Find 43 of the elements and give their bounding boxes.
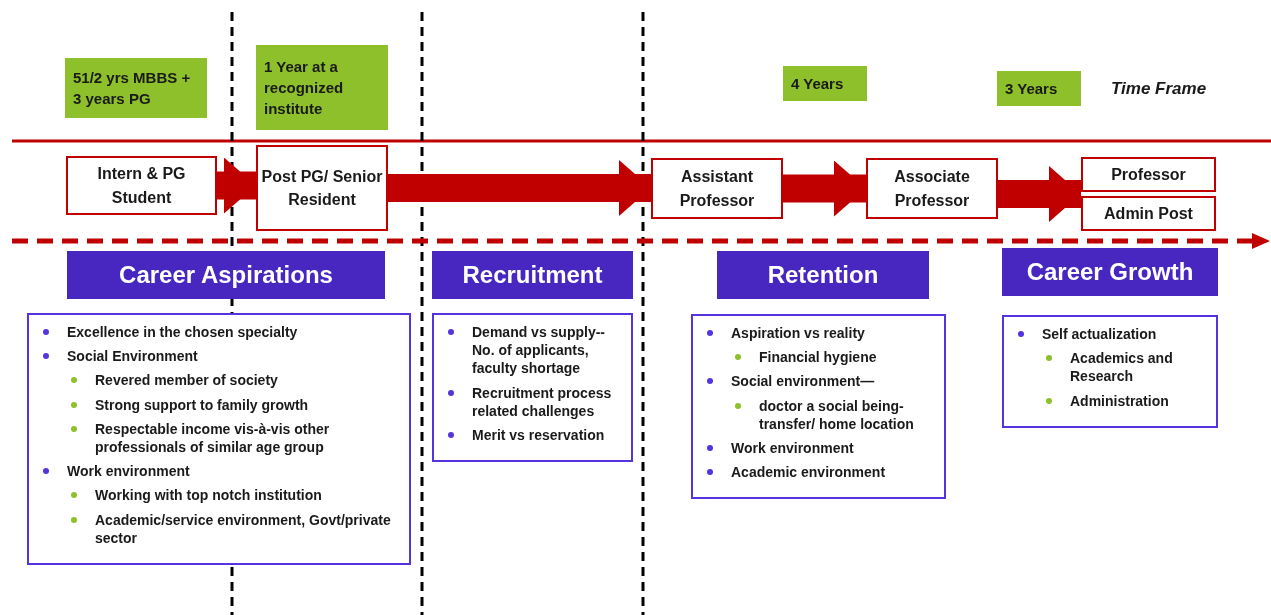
duration-tag: 3 Years — [997, 71, 1081, 106]
block-arrow — [217, 157, 256, 214]
bullet-item: Academic environment — [697, 463, 936, 482]
bullet-item: Recruitment process related challenges — [438, 383, 623, 420]
section-heading: Career Aspirations — [67, 251, 385, 299]
stage-box: Assistant Professor — [651, 158, 783, 219]
bullet-item: Social Environment — [33, 347, 401, 366]
duration-tag: 4 Years — [783, 66, 867, 101]
block-arrow — [783, 160, 866, 217]
stage-box: Admin Post — [1081, 196, 1216, 231]
bullet-list-box — [432, 313, 633, 463]
bullet-item: Self actualization — [1008, 325, 1208, 344]
stage-box: Intern & PG Student — [66, 156, 217, 215]
bullet-item: doctor a social being- transfer/ home location — [697, 396, 936, 433]
section-heading: Retention — [717, 251, 929, 299]
section-heading: Career Growth — [1002, 248, 1218, 296]
bullet-item: Strong support to family growth — [33, 395, 401, 414]
bullet-item: Financial hygiene — [697, 348, 936, 367]
stage-box: Professor — [1081, 157, 1216, 192]
bullet-item: Merit vs reservation — [438, 425, 623, 445]
bullet-item: Excellence in the chosen specialty — [33, 323, 401, 342]
duration-tag: 1 Year at a recognized institute — [256, 45, 388, 130]
bullet-list-box — [691, 314, 946, 500]
bullet-item: Aspiration vs reality — [697, 324, 936, 343]
section-heading: Recruitment — [432, 251, 633, 299]
bullet-item: Academic/service environment, Govt/private sector — [33, 510, 401, 547]
bullet-item: Demand vs supply-- No. of applicants, faculty shortage — [438, 323, 623, 378]
block-arrow — [388, 160, 651, 216]
bullet-item: Respectable income vis-à-vis other professionals of similar age group — [33, 419, 401, 457]
bullet-list-box — [27, 313, 411, 565]
duration-tag: 51/2 yrs MBBS + 3 years PG — [65, 58, 207, 118]
bullet-item: Revered member of society — [33, 371, 401, 390]
bullet-item: Working with top notch institution — [33, 486, 401, 505]
block-arrow — [998, 166, 1081, 222]
axis-caption: Time Frame — [1111, 79, 1207, 99]
stage-box: Post PG/ Senior Resident — [256, 145, 388, 231]
bullet-list-box — [1002, 315, 1218, 428]
bullet-item: Social environment— — [697, 372, 936, 391]
bullet-item: Administration — [1008, 391, 1208, 410]
bullet-item: Academics and Research — [1008, 349, 1208, 386]
stage-box: Associate Professor — [866, 158, 998, 219]
bullet-item: Work environment — [697, 438, 936, 458]
bullet-item: Work environment — [33, 462, 401, 481]
